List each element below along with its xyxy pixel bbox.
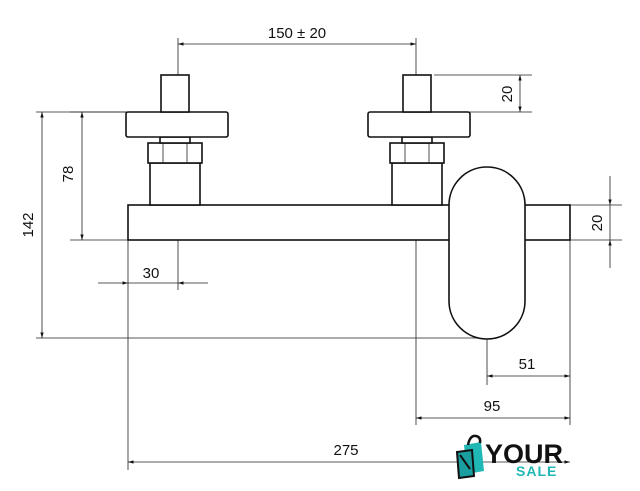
dimension-labels: 150 ± 20 20 78 142 30 20 51 95 275: [20, 25, 606, 459]
right-flange: [367, 111, 471, 138]
dim-95-label: 95: [484, 398, 501, 415]
left-thread: [160, 74, 190, 113]
dim-spacing-label: 150 ± 20: [268, 25, 326, 42]
dim-78-label: 78: [60, 166, 77, 183]
dim-51-label: 51: [519, 356, 536, 373]
dim-275-label: 275: [333, 442, 358, 459]
mixer-body: [125, 74, 571, 340]
right-stem: [391, 162, 443, 206]
left-hex-nut: [147, 142, 203, 164]
right-hex-nut: [389, 142, 445, 164]
logo-word-your: YOUR: [485, 439, 563, 469]
dim-nut-height-label: 20: [499, 86, 516, 103]
left-stem: [149, 162, 201, 206]
shopping-bag-icon: [455, 434, 484, 480]
dim-outlet-20-label: 20: [589, 215, 606, 232]
right-thread: [402, 74, 432, 113]
dimension-lines: [40, 42, 612, 464]
left-collar: [159, 136, 191, 144]
main-body: [127, 204, 461, 241]
right-collar: [401, 136, 433, 144]
left-flange: [125, 111, 229, 138]
extension-lines: [36, 38, 622, 470]
handle: [448, 166, 526, 340]
dim-30-label: 30: [143, 265, 160, 282]
logo-word-sale: SALE: [516, 463, 557, 479]
brand-logo: YOUR SALE: [455, 434, 563, 480]
dim-142-label: 142: [20, 212, 37, 237]
